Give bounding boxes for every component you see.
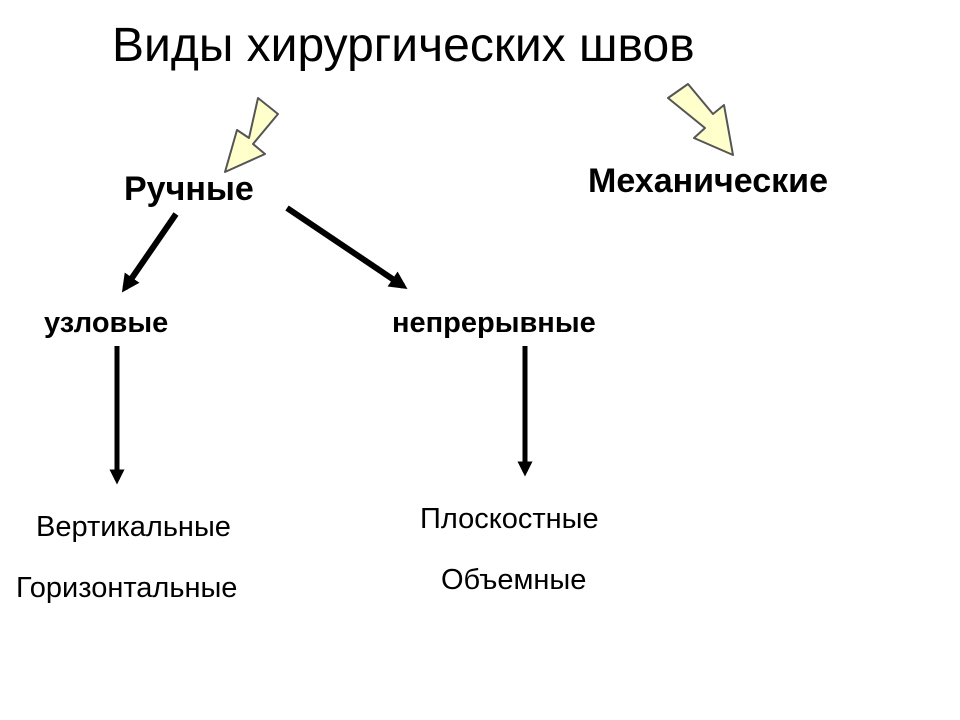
block-arrow-to-manual xyxy=(224,97,279,173)
node-continuous: непрерывные xyxy=(392,307,596,339)
node-mechanical: Механические xyxy=(588,162,828,200)
node-horizontal: Горизонтальные xyxy=(16,572,238,604)
node-manual: Ручные xyxy=(124,170,254,208)
node-volumetric: Объемные xyxy=(441,564,587,596)
diagram-title: Виды хирургических швов xyxy=(112,19,695,72)
block-arrow-to-mechanical xyxy=(667,83,734,156)
arrow-manual-to-continuous xyxy=(285,205,408,290)
node-interrupted: узловые xyxy=(44,307,169,339)
node-planar: Плоскостные xyxy=(420,503,599,535)
node-vertical: Вертикальные xyxy=(36,511,231,543)
arrow-manual-to-interrupted xyxy=(121,212,179,293)
